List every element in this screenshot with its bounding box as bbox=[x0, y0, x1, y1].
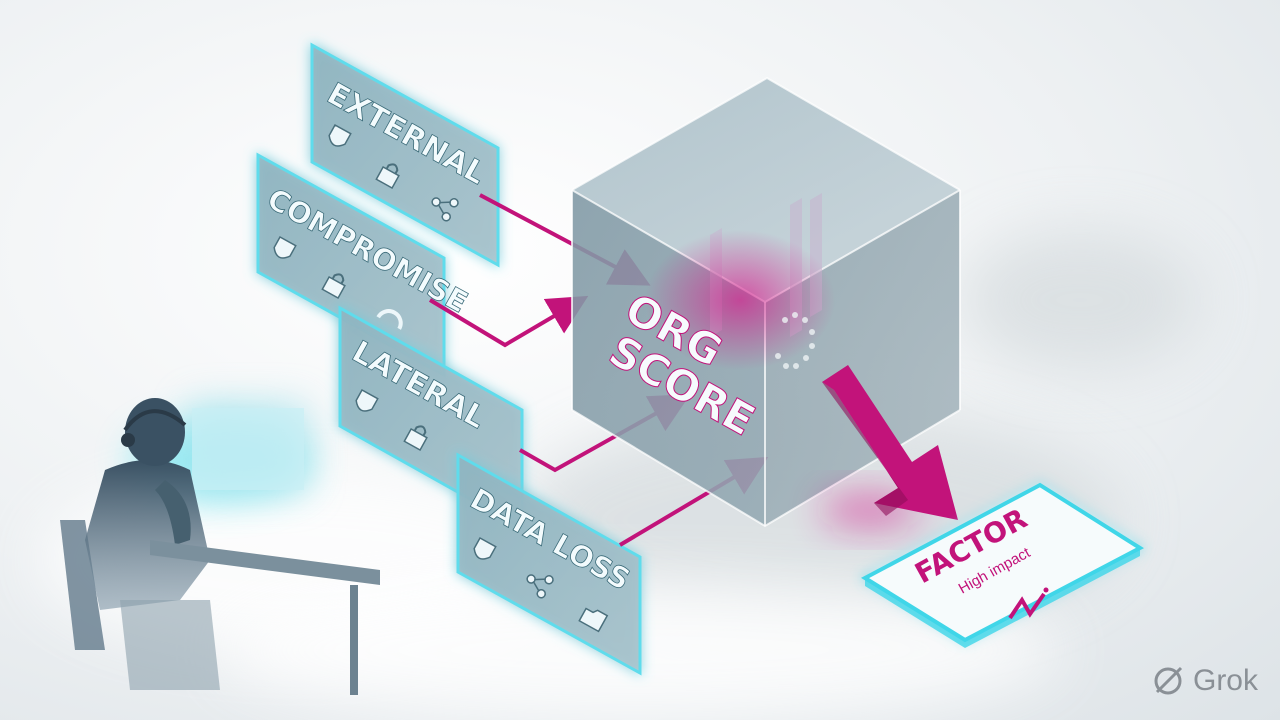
impact-arrow bbox=[820, 365, 958, 530]
analyst-figure bbox=[60, 398, 380, 695]
spark-icon bbox=[1008, 587, 1049, 620]
lock-icon bbox=[321, 273, 346, 299]
shield-icon bbox=[273, 235, 297, 259]
grok-logo-icon bbox=[1154, 666, 1183, 695]
grok-watermark: Grok bbox=[1151, 664, 1258, 698]
gauge-icon bbox=[376, 309, 403, 330]
shield-icon bbox=[355, 388, 379, 412]
gauge-icon bbox=[775, 312, 815, 369]
lock-icon bbox=[375, 163, 400, 189]
folder-icon bbox=[578, 607, 609, 633]
factor-card: FACTOR High impact bbox=[860, 482, 1145, 648]
share-icon bbox=[431, 197, 459, 222]
grok-watermark-label: Grok bbox=[1192, 664, 1258, 697]
panel-external: EXTERNAL bbox=[310, 42, 500, 268]
lock-icon bbox=[403, 425, 428, 451]
share-icon bbox=[526, 574, 554, 599]
arrow-compromise bbox=[428, 295, 589, 348]
shield-icon bbox=[473, 536, 497, 560]
org-score-cube: ORG SCORE bbox=[571, 76, 961, 528]
shield-icon bbox=[328, 123, 352, 147]
